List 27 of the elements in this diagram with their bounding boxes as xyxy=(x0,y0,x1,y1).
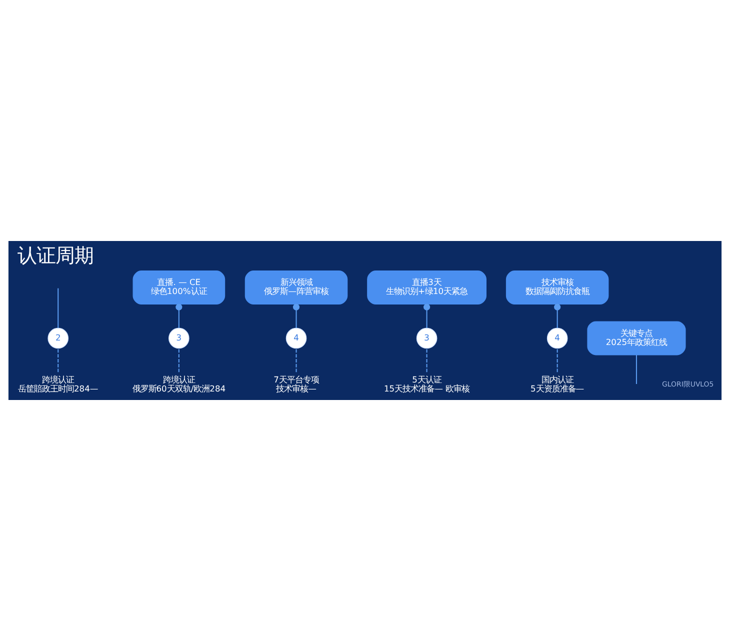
connector xyxy=(178,348,180,372)
connector xyxy=(426,348,428,372)
connector xyxy=(554,304,561,328)
node-text: 跨境认证 俄罗斯60天双轨/欧洲284 xyxy=(132,374,226,394)
node-text: 国内认证 5天资质准备— xyxy=(530,374,584,394)
node-circle: 3 xyxy=(416,328,438,349)
connector xyxy=(296,348,297,372)
node-circle: 4 xyxy=(546,328,568,349)
connector xyxy=(176,304,182,328)
diagram-title: 认证周期 xyxy=(18,244,94,268)
connector xyxy=(58,348,59,372)
node-box: 关键专点 2025年政策红线 xyxy=(587,321,686,356)
node-box: 直播3天 生物识别+绿10天紧急 xyxy=(367,270,486,305)
node-box: 直播. — CE 绿色100%认证 xyxy=(132,270,226,305)
connector xyxy=(556,348,558,372)
node-text: 跨境认证 岳筐賠政王时间284— xyxy=(18,374,98,394)
node-circle: 4 xyxy=(286,328,307,349)
node-text: 5天认证 15天技术准备— 欧审核 xyxy=(384,374,470,394)
node-circle: 3 xyxy=(168,328,190,349)
node-box: 新兴领域 俄罗斯—阵营审核 xyxy=(244,270,348,305)
connector xyxy=(58,288,59,328)
node-circle: 2 xyxy=(48,328,69,349)
node-box: 技术审核 数据隔阂防抗食瓶 xyxy=(506,270,609,305)
node-text: 7天平台专项 技术审核— xyxy=(274,374,319,394)
connector xyxy=(424,304,430,328)
connector xyxy=(636,355,637,384)
connector xyxy=(292,304,300,328)
